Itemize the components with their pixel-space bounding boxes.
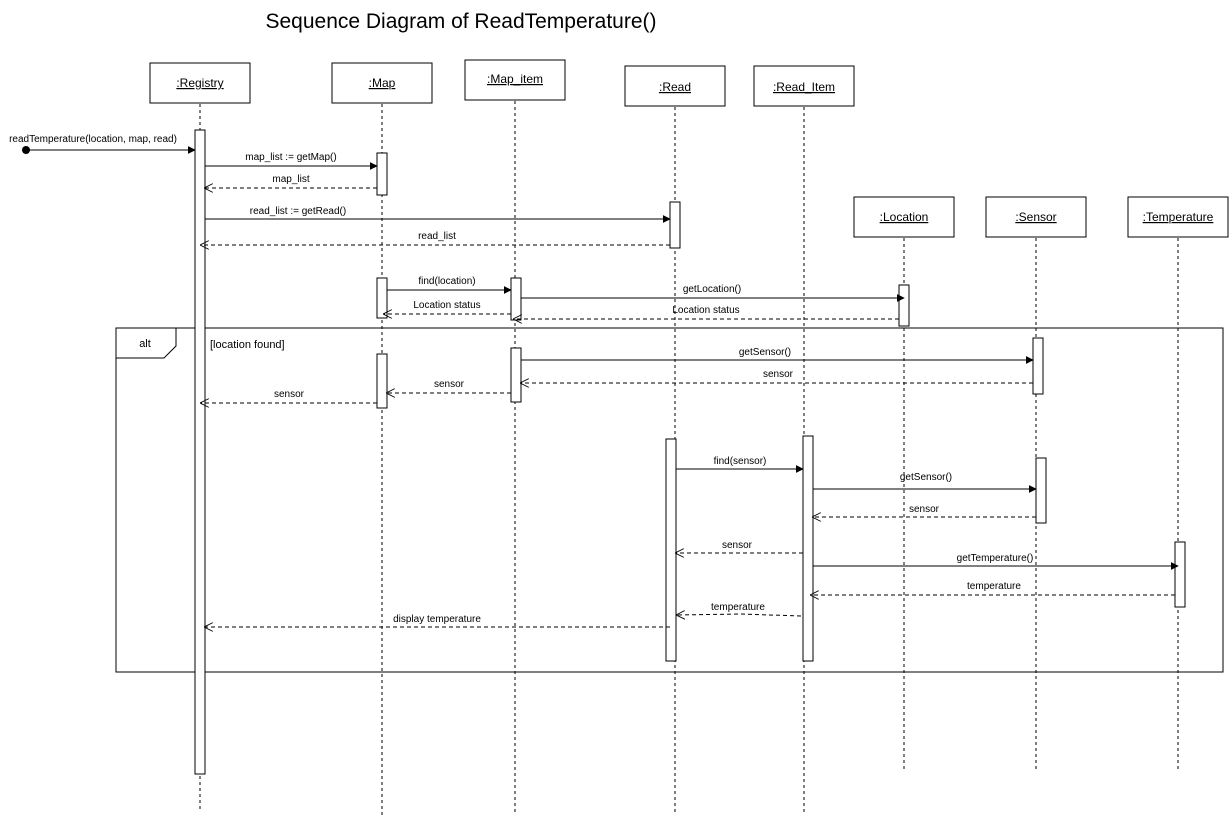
participant-label: :Sensor [1015,210,1056,224]
participant-label: :Registry [176,76,223,90]
participant-label: :Map [369,76,396,90]
message-label: getTemperature() [957,553,1034,564]
activation-sensor [1032,337,1044,395]
message-label: map_list [272,174,309,185]
activations [194,129,1186,775]
participant-read-item: :Read_Item [753,65,855,107]
message-label: getSensor() [739,347,791,358]
message-label: find(sensor) [714,456,767,467]
message-label: Location status [672,305,739,316]
message-label: map_list := getMap() [245,152,336,163]
participant-read: :Read [624,65,726,107]
messages: map_list := getMap() map_list read_list … [201,152,1179,627]
participant-map: :Map [331,62,433,104]
participants: :Registry :Map :Map_item :Read :Read_Ite… [149,59,1229,238]
participant-temperature: :Temperature [1127,196,1229,238]
message-label: sensor [722,540,753,551]
participant-sensor: :Sensor [985,196,1087,238]
participant-label: :Temperature [1143,210,1214,224]
found-message: readTemperature(location, map, read) [9,134,196,154]
participant-label: :Location [880,210,929,224]
activation-map-item [510,347,522,403]
activation-read [669,201,681,249]
message-label: sensor [763,369,794,380]
message-label: display temperature [393,614,481,625]
participant-map-item: :Map_item [464,59,566,101]
fragment-guard: [location found] [210,339,285,351]
activation-map [376,152,388,196]
message-label: getSensor() [900,472,952,483]
activation-map-item [510,277,522,321]
participant-label: :Read_Item [773,80,835,94]
activation-map [376,277,388,319]
participant-location: :Location [853,196,955,238]
found-message-label: readTemperature(location, map, read) [9,134,177,145]
activation-temperature [1174,541,1186,608]
message-label: temperature [967,581,1021,592]
message-label: sensor [274,389,305,400]
participant-label: :Read [659,80,691,94]
participant-registry: :Registry [149,62,251,104]
activation-location [898,284,910,327]
activation-read [665,438,677,662]
message-label: Location status [413,300,480,311]
message-label: temperature [711,602,765,613]
activation-read-item [802,435,814,662]
activation-map [376,353,388,409]
message-label: read_list [418,231,456,242]
participant-label: :Map_item [487,72,543,86]
message-label: sensor [434,379,465,390]
message-label: read_list := getRead() [250,206,346,217]
alt-fragment: alt [location found] [115,327,1224,673]
fragment-operator: alt [139,338,151,350]
activation-registry [194,129,206,775]
message-label: getLocation() [683,284,741,295]
message-label: sensor [909,504,940,515]
activation-sensor [1035,457,1047,524]
diagram-title: Sequence Diagram of ReadTemperature() [265,10,656,33]
message-label: find(location) [418,276,475,287]
message-arrow [677,614,802,616]
